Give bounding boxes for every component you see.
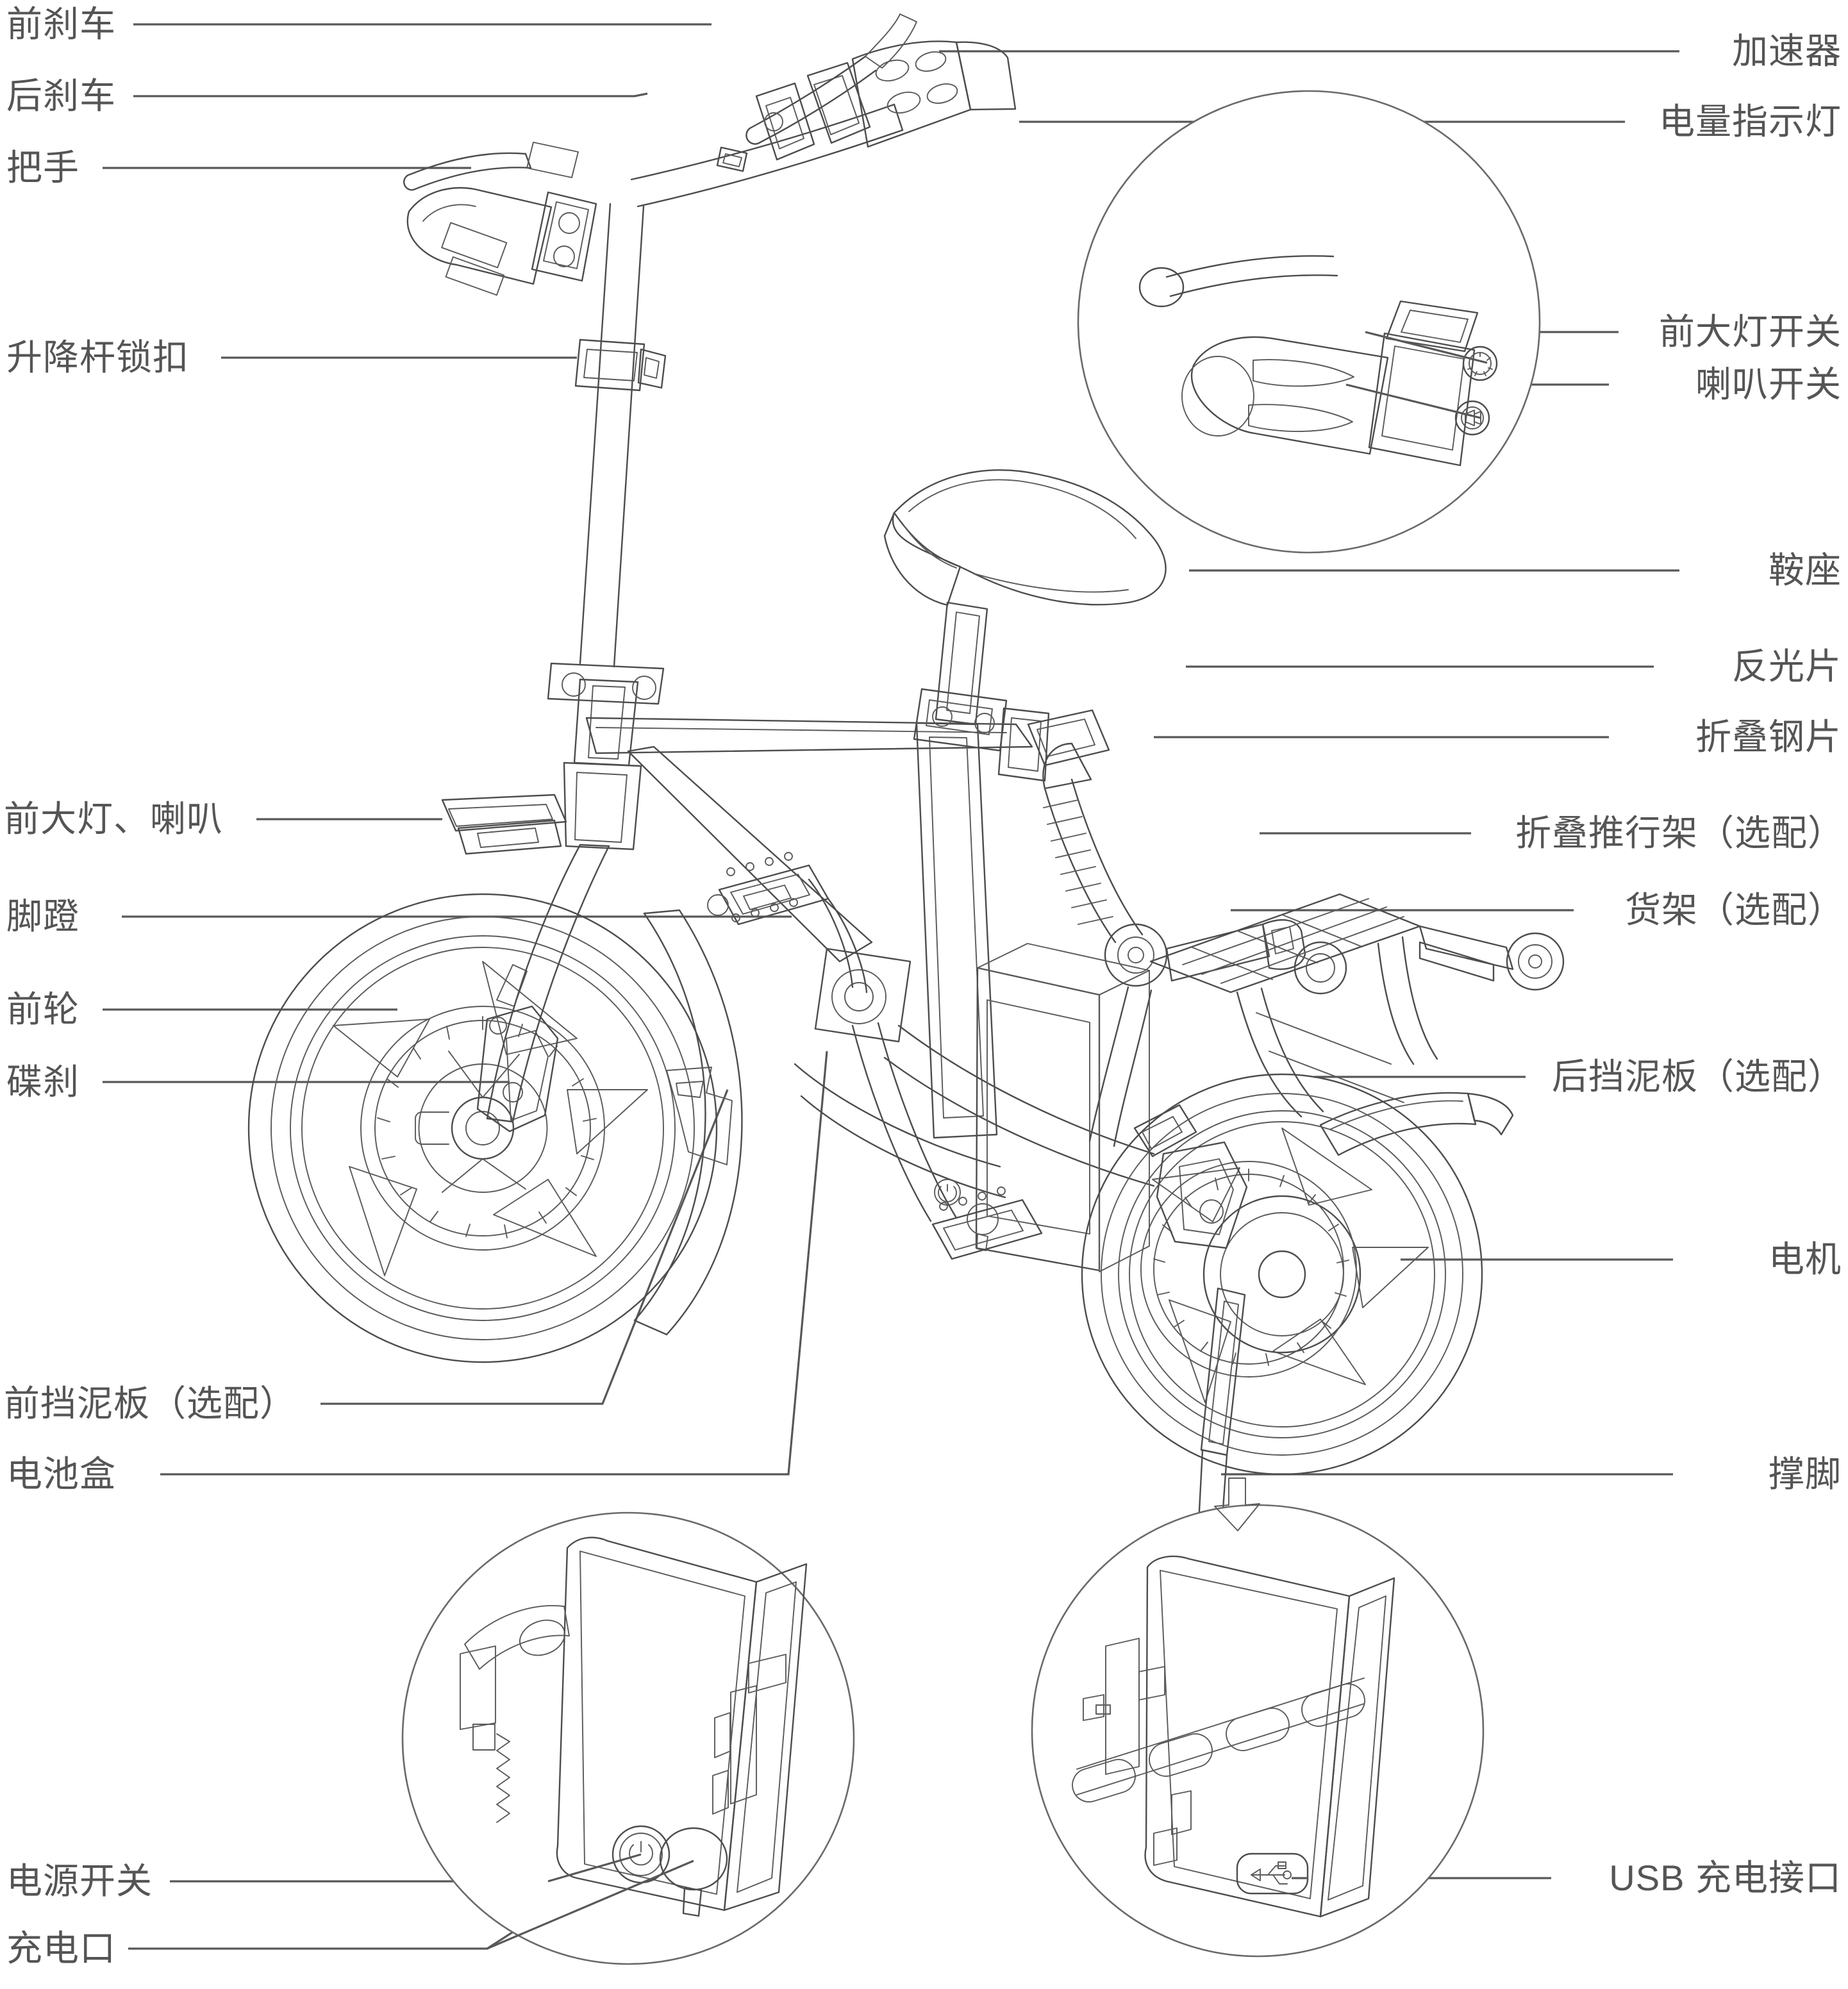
label-charging-port: 充电口 <box>6 1928 116 1968</box>
pedal-rear <box>851 1022 1043 1260</box>
telescoping-stem <box>574 203 667 668</box>
label-reflector: 反光片 <box>1732 646 1842 687</box>
label-front-fender: 前挡泥板（选配） <box>4 1383 296 1424</box>
label-stem-lock: 升降杆锁扣 <box>6 337 189 378</box>
label-rear-fender: 后挡泥板（选配） <box>1552 1056 1844 1097</box>
headlight-horn-unit <box>441 794 567 855</box>
label-horn-switch: 喇叭开关 <box>1695 364 1842 404</box>
power-icon <box>629 1841 653 1866</box>
label-battery-indicator: 电量指示灯 <box>1659 101 1842 142</box>
label-power-switch: 电源开关 <box>6 1861 153 1901</box>
label-usb-port: USB 充电接口 <box>1609 1858 1842 1898</box>
label-disc-brake: 碟刹 <box>6 1061 79 1102</box>
leader-lines-left <box>103 23 828 1950</box>
usb-icon <box>1236 1852 1309 1895</box>
label-motor: 电机 <box>1769 1239 1842 1279</box>
label-folding-steel-plate: 折叠钢片 <box>1695 717 1842 757</box>
folding-steel-plate <box>1027 709 1110 767</box>
front-fork <box>486 662 665 1123</box>
folding-push-rack <box>1042 742 1306 1147</box>
label-headlight-switch: 前大灯开关 <box>1659 312 1842 352</box>
label-saddle: 鞍座 <box>1769 550 1842 590</box>
front-brake-caliper <box>476 964 559 1133</box>
label-rear-brake: 后刹车 <box>6 76 116 116</box>
handlebar-assembly <box>403 13 1017 296</box>
callout-usb-port <box>1031 1477 1485 1958</box>
main-frame <box>585 717 1155 1199</box>
label-kickstand: 撑脚 <box>1769 1454 1842 1494</box>
reflector <box>997 707 1050 782</box>
battery-box <box>934 943 1150 1272</box>
label-headlight-horn: 前大灯、喇叭 <box>4 799 223 839</box>
rear-brake-caliper <box>1133 1104 1248 1249</box>
saddle-assembly <box>883 469 1167 752</box>
label-battery-box: 电池盒 <box>6 1454 116 1494</box>
cargo-rack <box>1149 893 1565 1118</box>
callout-grip-switches <box>1077 90 1541 554</box>
front-wheel <box>247 893 718 1363</box>
label-front-wheel: 前轮 <box>6 989 79 1029</box>
pedal-front <box>707 852 868 994</box>
label-pedal: 脚蹬 <box>6 896 79 936</box>
label-throttle: 加速器 <box>1732 31 1842 71</box>
front-fender <box>633 909 743 1336</box>
label-cargo-rack: 货架（选配） <box>1625 890 1844 930</box>
label-handlebar-grip: 把手 <box>6 147 79 188</box>
rear-wheel-motor <box>1081 1073 1483 1476</box>
label-front-brake: 前刹车 <box>6 4 116 44</box>
rear-fender <box>1319 1092 1514 1156</box>
label-push-rack: 折叠推行架（选配） <box>1515 813 1844 853</box>
callout-battery-controls <box>401 1511 855 1965</box>
